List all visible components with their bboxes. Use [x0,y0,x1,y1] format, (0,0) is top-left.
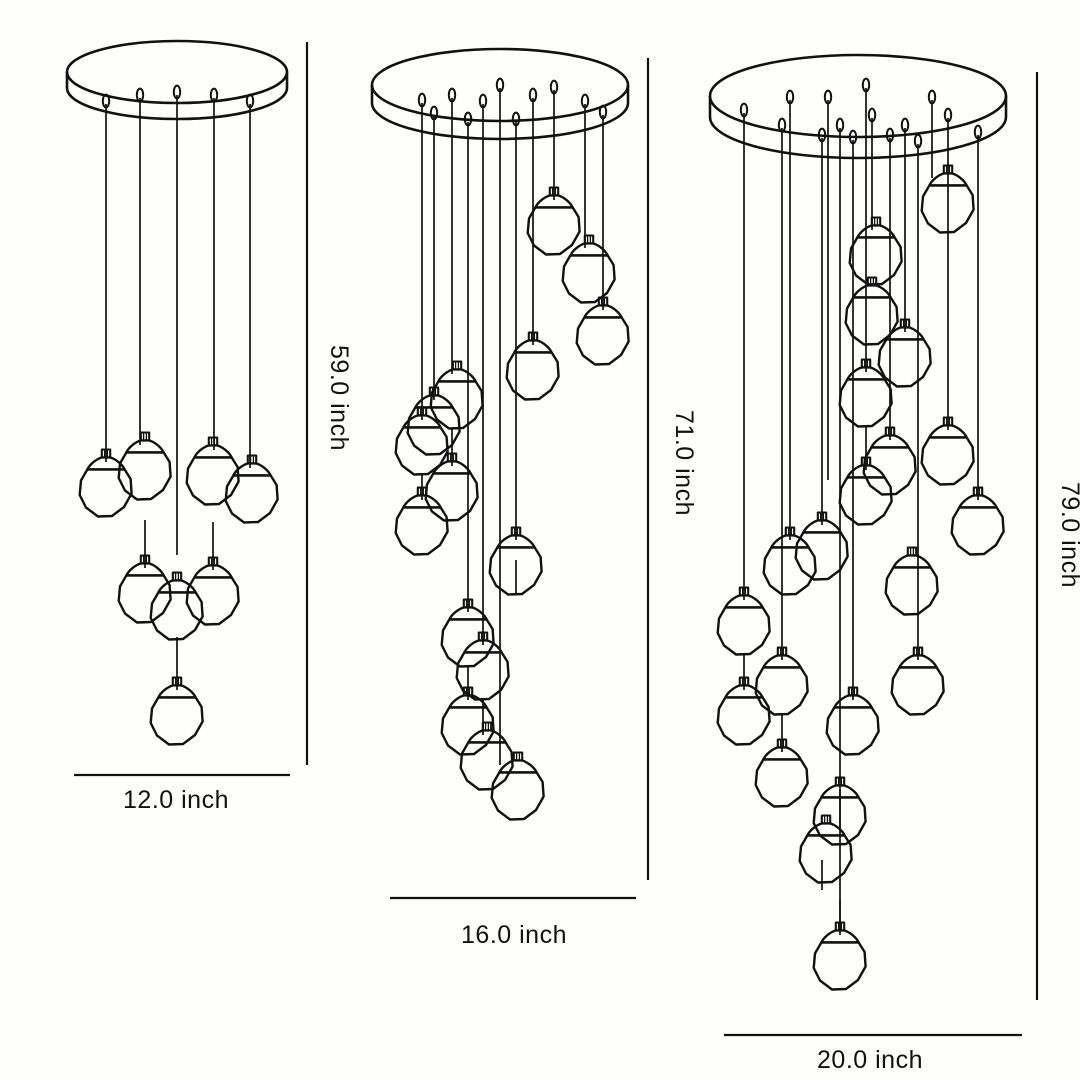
pendant [848,216,903,286]
pendant [798,814,853,884]
canopy-large [708,53,1008,160]
pendant [185,436,240,506]
variant-small: 59.0 inch 12.0 inch [65,39,353,814]
pendant-cluster-large [739,77,983,935]
pendant [117,431,172,501]
width-label-large: 20.0 inch [817,1046,923,1074]
width-label-medium: 16.0 inch [461,921,567,949]
variant-large: 79.0 inch 20.0 inch [708,53,1080,1074]
height-label-small: 59.0 inch [325,345,353,451]
height-label-large: 79.0 inch [1056,482,1080,588]
pendant [149,571,204,641]
pendant [459,721,514,791]
pendant-cluster-medium [417,77,608,765]
width-label-small: 12.0 inch [123,786,229,814]
height-label-medium: 71.0 inch [670,410,698,516]
pendant [884,546,939,616]
variant-medium: 71.0 inch 16.0 inch [370,47,698,949]
pendant-cluster-small [101,84,255,690]
